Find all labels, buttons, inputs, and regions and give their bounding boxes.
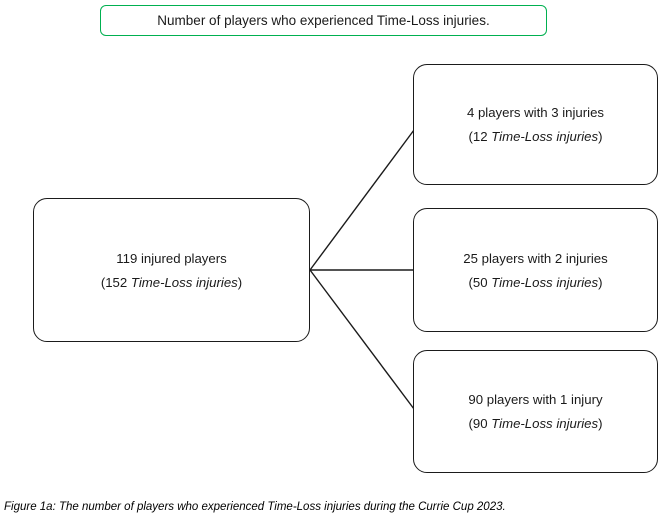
branch-node-line2-italic: Time-Loss injuries <box>491 129 599 144</box>
connector-top <box>309 129 415 271</box>
root-node-line2-italic: Time-Loss injuries <box>130 274 238 290</box>
branch-node-line1: 25 players with 2 injuries <box>463 250 608 266</box>
branch-node-line2-italic: Time-Loss injuries <box>491 416 599 431</box>
branch-node-line2: (90 Time-Loss injuries) <box>468 416 602 431</box>
branch-node-line2-italic: Time-Loss injuries <box>491 274 599 290</box>
branch-node-line2-open: (12 <box>468 129 492 144</box>
branch-node-line1: 4 players with 3 injuries <box>466 105 605 120</box>
branch-node-3-injuries: 4 players with 3 injuries (12 Time-Loss … <box>413 64 658 185</box>
branch-node-line2-close: ) <box>598 416 603 431</box>
branch-node-line2: (12 Time-Loss injuries) <box>468 129 602 144</box>
root-node-line2-close: ) <box>237 274 243 290</box>
diagram-title-box: Number of players who experienced Time-L… <box>100 5 547 36</box>
branch-node-line2-close: ) <box>598 274 603 290</box>
diagram-title: Number of players who experienced Time-L… <box>157 13 490 28</box>
root-node-injured-players: 119 injured players (152 Time-Loss injur… <box>33 198 310 342</box>
figure-caption: Figure 1a: The number of players who exp… <box>4 501 506 513</box>
root-node-line2: (152 Time-Loss injuries) <box>101 275 242 290</box>
branch-node-1-injury: 90 players with 1 injury (90 Time-Loss i… <box>413 350 658 473</box>
branch-node-line2-close: ) <box>598 129 603 144</box>
root-node-line2-open: (152 <box>100 274 131 290</box>
branch-node-line2-open: (90 <box>468 416 492 431</box>
connector-bottom <box>309 269 415 410</box>
branch-node-2-injuries: 25 players with 2 injuries (50 Time-Loss… <box>413 208 658 332</box>
branch-node-line2-open: (50 <box>468 274 492 290</box>
branch-node-line1: 90 players with 1 injury <box>468 392 603 407</box>
root-node-line1: 119 injured players <box>116 250 227 266</box>
branch-node-line2: (50 Time-Loss injuries) <box>468 275 602 290</box>
